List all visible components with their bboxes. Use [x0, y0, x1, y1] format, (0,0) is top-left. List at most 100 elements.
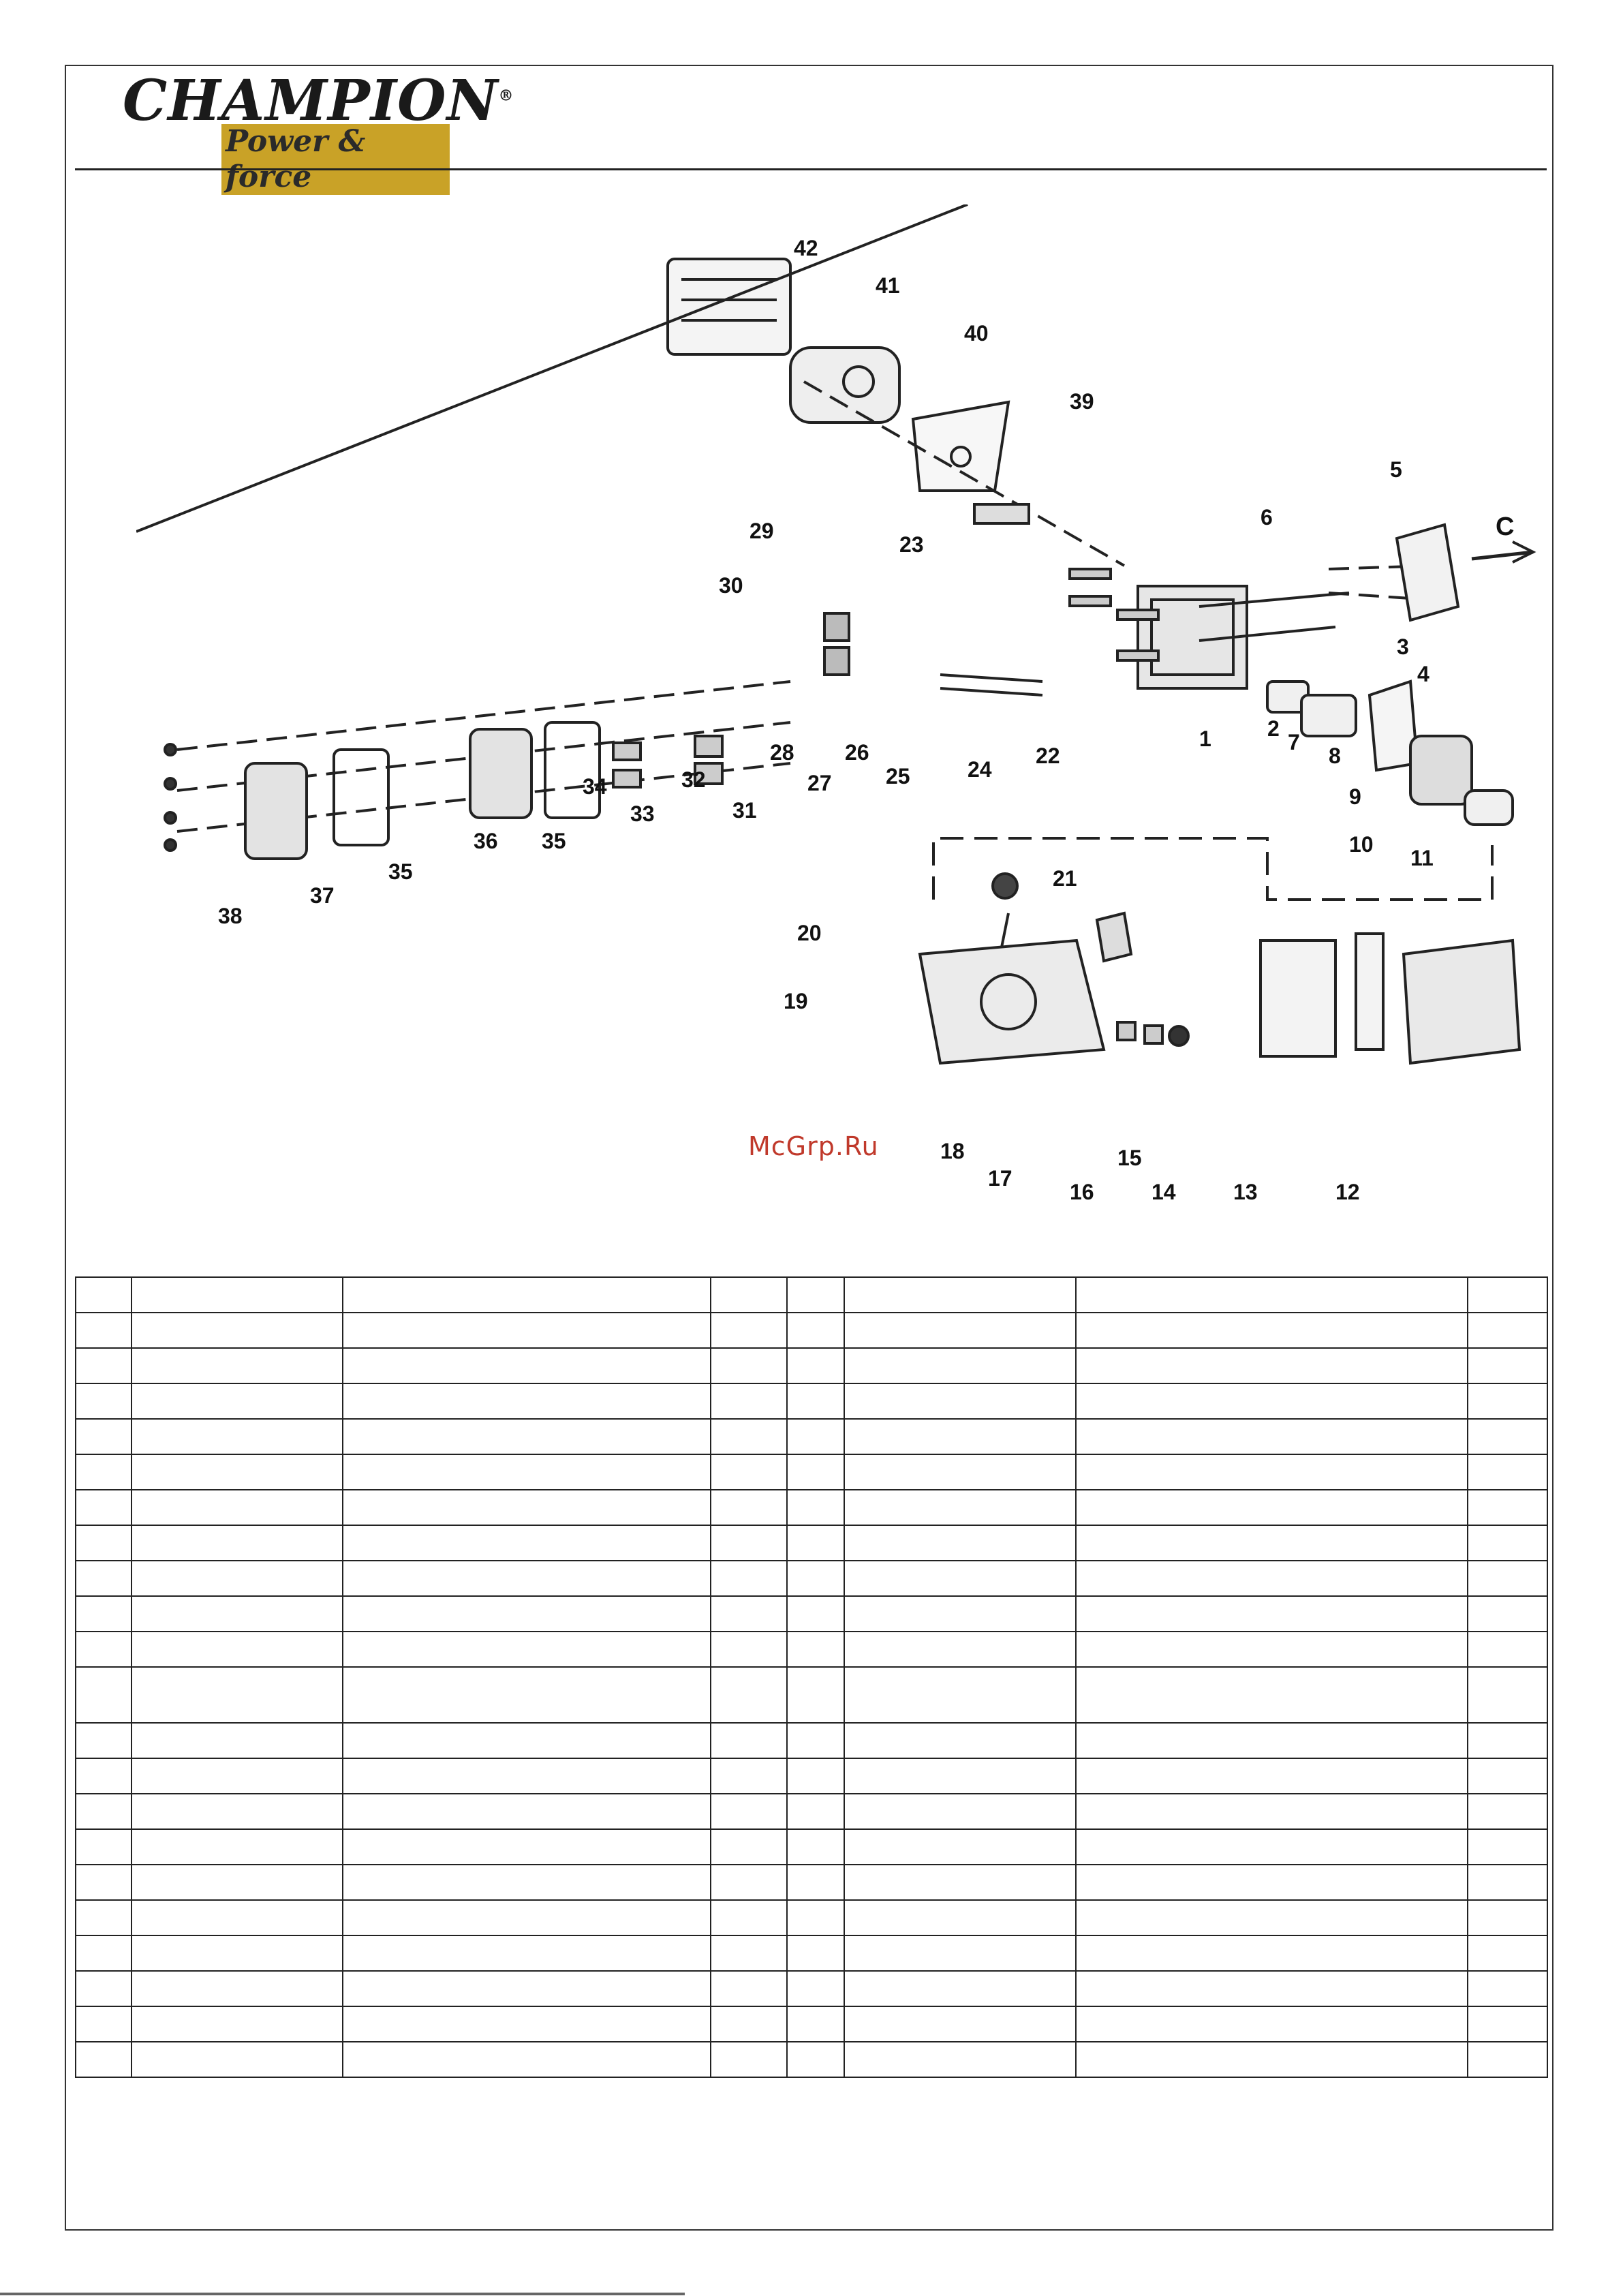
table-cell — [131, 1595, 343, 1632]
table-cell — [844, 1722, 1077, 1759]
table-cell — [844, 1864, 1077, 1901]
table-cell — [342, 1758, 711, 1794]
table-cell — [1075, 1828, 1468, 1865]
table-row — [75, 1276, 1548, 1313]
table-cell — [844, 1418, 1077, 1455]
table-cell — [342, 1631, 711, 1668]
table-cell — [710, 1864, 788, 1901]
table-cell — [786, 1970, 845, 2007]
callout-32: 32 — [681, 767, 706, 792]
table-cell — [844, 1631, 1077, 1668]
table-cell — [1467, 1595, 1548, 1632]
callout-28: 28 — [770, 740, 794, 765]
callout-35b: 35 — [388, 859, 413, 884]
table-cell — [1075, 1793, 1468, 1830]
table-cell — [342, 1454, 711, 1490]
callout-26: 26 — [845, 740, 869, 765]
table-row — [75, 1970, 1548, 2007]
table-cell — [131, 1525, 343, 1561]
table-cell — [1075, 1758, 1468, 1794]
table-cell — [844, 1828, 1077, 1865]
table-cell — [786, 1489, 845, 1526]
table-cell — [131, 2041, 343, 2078]
table-cell — [1467, 2041, 1548, 2078]
table-cell — [1467, 1864, 1548, 1901]
table-cell — [786, 2041, 845, 2078]
table-cell — [710, 1489, 788, 1526]
callout-23: 23 — [899, 532, 924, 557]
champion-logo: CHAMPION® Power & force — [123, 68, 514, 195]
table-cell — [844, 1454, 1077, 1490]
table-cell — [844, 1525, 1077, 1561]
table-cell — [786, 1383, 845, 1420]
table-cell — [844, 1899, 1077, 1936]
callout-8: 8 — [1329, 744, 1341, 768]
table-cell — [75, 1828, 132, 1865]
table-cell — [710, 1525, 788, 1561]
table-cell — [75, 1560, 132, 1597]
table-cell — [1075, 2041, 1468, 2078]
callout-13: 13 — [1233, 1180, 1258, 1204]
table-cell — [131, 1935, 343, 1972]
table-cell — [1075, 1489, 1468, 1526]
table-cell — [75, 1595, 132, 1632]
table-cell — [342, 1793, 711, 1830]
table-cell — [844, 1276, 1077, 1313]
table-cell — [786, 1935, 845, 1972]
table-cell — [844, 1758, 1077, 1794]
callout-5: 5 — [1390, 457, 1402, 482]
table-cell — [75, 1454, 132, 1490]
table-cell — [75, 1758, 132, 1794]
callout-38: 38 — [218, 904, 243, 928]
table-cell — [131, 1722, 343, 1759]
table-cell — [710, 1383, 788, 1420]
table-cell — [131, 1383, 343, 1420]
table-cell — [1467, 1525, 1548, 1561]
callout-12: 12 — [1335, 1180, 1360, 1204]
table-cell — [342, 1666, 711, 1724]
table-cell — [1467, 1560, 1548, 1597]
table-cell — [131, 1666, 343, 1724]
table-cell — [1075, 1276, 1468, 1313]
table-cell — [710, 1276, 788, 1313]
exploded-parts-diagram: 1 2 3 4 5 6 7 8 9 10 11 12 13 14 15 16 1… — [136, 203, 1567, 1268]
bottom-rule — [0, 2293, 685, 2295]
table-cell — [1467, 1758, 1548, 1794]
callout-21: 21 — [1053, 866, 1077, 891]
table-cell — [844, 1595, 1077, 1632]
table-cell — [75, 1631, 132, 1668]
table-row — [75, 2006, 1548, 2042]
arrow-label-c: C — [1496, 512, 1514, 541]
table-cell — [1075, 1631, 1468, 1668]
table-cell — [1467, 1276, 1548, 1313]
table-cell — [786, 1595, 845, 1632]
table-cell — [131, 1864, 343, 1901]
table-cell — [342, 1595, 711, 1632]
table-cell — [1075, 1595, 1468, 1632]
callout-11: 11 — [1410, 846, 1434, 870]
table-row — [75, 1560, 1548, 1597]
table-cell — [1075, 1418, 1468, 1455]
callout-2: 2 — [1267, 716, 1280, 741]
callout-30: 30 — [719, 573, 743, 598]
table-cell — [786, 1722, 845, 1759]
callout-29: 29 — [749, 519, 774, 543]
header-divider — [75, 168, 1547, 170]
table-cell — [844, 1347, 1077, 1384]
table-cell — [786, 1525, 845, 1561]
callout-36: 36 — [474, 829, 498, 853]
table-row — [75, 2041, 1548, 2078]
callout-18: 18 — [940, 1139, 965, 1163]
table-cell — [131, 1631, 343, 1668]
callout-1: 1 — [1199, 726, 1211, 751]
table-cell — [342, 1312, 711, 1349]
table-cell — [131, 1489, 343, 1526]
table-cell — [342, 1347, 711, 1384]
table-cell — [710, 2041, 788, 2078]
callout-25: 25 — [886, 764, 910, 789]
table-cell — [75, 1899, 132, 1936]
table-cell — [1467, 1489, 1548, 1526]
table-cell — [75, 1276, 132, 1313]
table-cell — [1467, 1666, 1548, 1724]
table-cell — [1075, 1970, 1468, 2007]
